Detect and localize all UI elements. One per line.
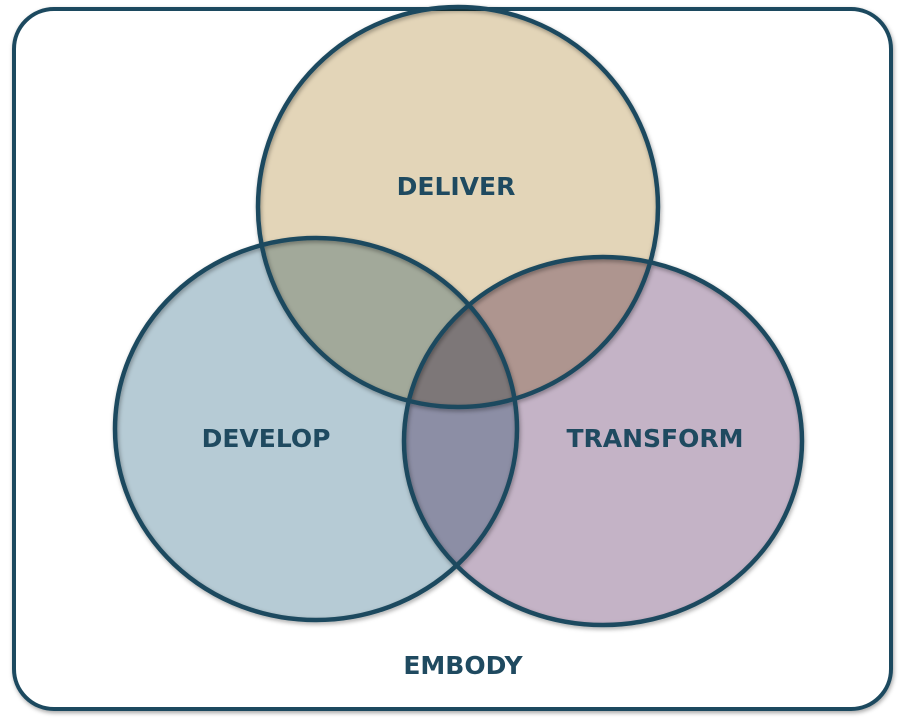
transform-label: TRANSFORM	[566, 424, 743, 453]
transform-circle	[404, 257, 802, 625]
develop-circle	[115, 238, 517, 620]
develop-outline	[112, 235, 520, 623]
transform-outline	[401, 254, 805, 628]
deliver-outline	[255, 4, 661, 410]
embody-label: EMBODY	[403, 651, 523, 680]
deliver-label: DELIVER	[397, 172, 516, 201]
develop-label: DEVELOP	[202, 424, 331, 453]
